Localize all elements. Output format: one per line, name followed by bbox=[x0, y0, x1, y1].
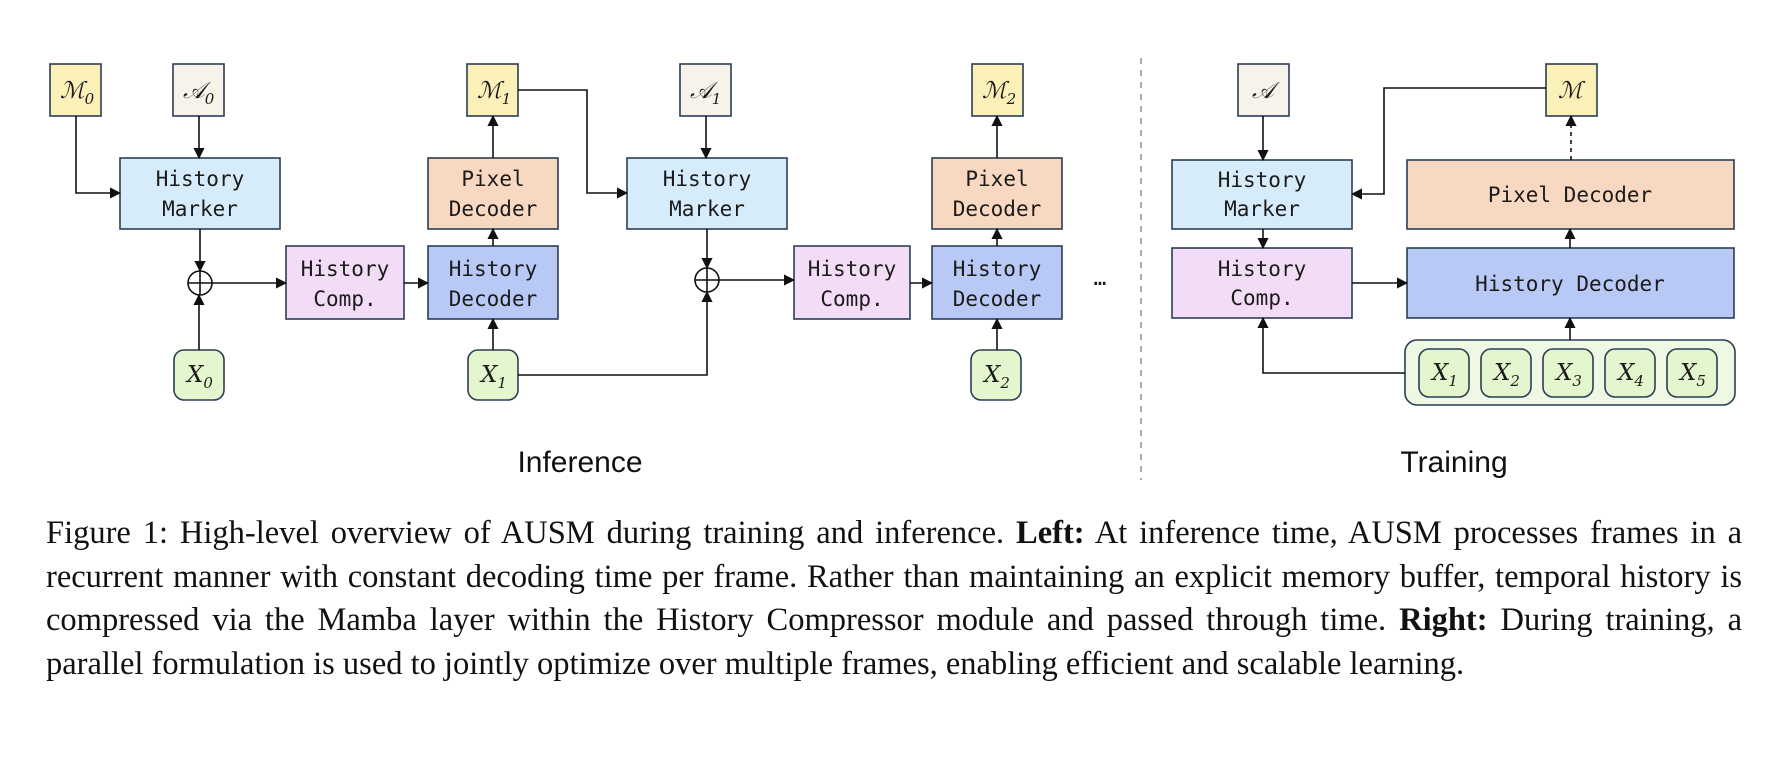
mask-input-m1: ℳ1 bbox=[466, 63, 519, 117]
frame-input-train-5: X5 bbox=[1666, 348, 1718, 398]
training-edges bbox=[1257, 87, 1577, 374]
frame-input-train-4: X4 bbox=[1604, 348, 1656, 398]
svg-text:X1: X1 bbox=[479, 362, 507, 392]
svg-text:X1: X1 bbox=[1430, 360, 1458, 390]
history-comp-block-1: History Comp. bbox=[793, 245, 911, 320]
svg-text:ℳ2: ℳ2 bbox=[982, 78, 1016, 108]
svg-text:Pixel: Pixel bbox=[461, 167, 524, 191]
svg-text:Marker: Marker bbox=[162, 197, 238, 221]
svg-text:Decoder: Decoder bbox=[449, 287, 538, 311]
pixel-decoder-block-train: Pixel Decoder bbox=[1406, 159, 1735, 230]
caption-left-label: Left: bbox=[1016, 515, 1085, 551]
svg-text:History: History bbox=[156, 167, 245, 191]
caption-right-text: During training, a parallel formulation … bbox=[46, 602, 1742, 682]
svg-text:Decoder: Decoder bbox=[953, 287, 1042, 311]
ellipsis: … bbox=[1094, 266, 1107, 290]
svg-text:Decoder: Decoder bbox=[953, 197, 1042, 221]
prompt-input-a1: 𝒜1 bbox=[679, 63, 732, 117]
history-marker-block-train: History Marker bbox=[1171, 159, 1353, 230]
frame-input-x0: X0 bbox=[173, 349, 225, 401]
svg-text:Pixel: Pixel bbox=[965, 167, 1028, 191]
history-marker-block-0: History Marker bbox=[119, 157, 281, 230]
history-decoder-block-1: History Decoder bbox=[931, 245, 1063, 320]
inference-edges bbox=[75, 89, 1003, 376]
frame-input-train-1: X1 bbox=[1418, 348, 1470, 398]
caption-label: Figure 1: High-level overview of AUSM du… bbox=[46, 515, 1005, 551]
prompt-input-a: 𝒜 bbox=[1237, 63, 1290, 117]
architecture-diagram: ℳ0 𝒜0 History Marker X0 History Comp. ℳ1… bbox=[49, 58, 1736, 480]
svg-text:History: History bbox=[1218, 257, 1307, 281]
svg-text:History: History bbox=[301, 257, 390, 281]
svg-text:X4: X4 bbox=[1616, 360, 1644, 390]
svg-text:X3: X3 bbox=[1554, 360, 1582, 390]
frame-input-train-3: X3 bbox=[1542, 348, 1594, 398]
mask-input-m: ℳ bbox=[1545, 63, 1598, 117]
pixel-decoder-block-0: Pixel Decoder bbox=[427, 157, 559, 230]
svg-text:𝒜0: 𝒜0 bbox=[183, 78, 215, 108]
inference-label: Inference bbox=[517, 446, 642, 479]
svg-text:X5: X5 bbox=[1678, 360, 1706, 390]
svg-text:History: History bbox=[1218, 168, 1307, 192]
figure-caption: Figure 1: High-level overview of AUSM du… bbox=[46, 512, 1742, 686]
svg-text:Comp.: Comp. bbox=[313, 287, 376, 311]
svg-text:History: History bbox=[953, 257, 1042, 281]
history-comp-block-train: History Comp. bbox=[1171, 247, 1353, 319]
svg-text:X0: X0 bbox=[185, 362, 213, 392]
history-decoder-block-0: History Decoder bbox=[427, 245, 559, 320]
sum-node-1 bbox=[694, 267, 720, 293]
svg-text:ℳ1: ℳ1 bbox=[477, 78, 511, 108]
history-decoder-block-train: History Decoder bbox=[1406, 247, 1735, 319]
svg-text:X2: X2 bbox=[1492, 360, 1520, 390]
svg-text:Marker: Marker bbox=[669, 197, 745, 221]
history-comp-block-0: History Comp. bbox=[285, 245, 405, 320]
svg-text:Comp.: Comp. bbox=[1230, 286, 1293, 310]
svg-text:History Decoder: History Decoder bbox=[1475, 272, 1665, 296]
frame-input-x1: X1 bbox=[467, 349, 519, 401]
mask-input-m2: ℳ2 bbox=[971, 63, 1024, 117]
frame-input-train-2: X2 bbox=[1480, 348, 1532, 398]
svg-text:Comp.: Comp. bbox=[820, 287, 883, 311]
caption-left-text: At inference time, AUSM processes frames… bbox=[46, 515, 1743, 638]
svg-text:History: History bbox=[663, 167, 752, 191]
svg-text:Decoder: Decoder bbox=[449, 197, 538, 221]
svg-text:Pixel Decoder: Pixel Decoder bbox=[1488, 183, 1652, 207]
svg-text:History: History bbox=[449, 257, 538, 281]
svg-text:ℳ0: ℳ0 bbox=[60, 78, 95, 108]
svg-text:Marker: Marker bbox=[1224, 197, 1300, 221]
frame-input-x2: X2 bbox=[970, 349, 1022, 401]
mask-input-m0: ℳ0 bbox=[49, 63, 102, 117]
training-label: Training bbox=[1400, 446, 1507, 479]
svg-text:X2: X2 bbox=[982, 362, 1010, 392]
prompt-input-a0: 𝒜0 bbox=[172, 63, 225, 117]
history-marker-block-1: History Marker bbox=[626, 157, 788, 230]
caption-right-label: Right: bbox=[1399, 602, 1488, 638]
svg-text:ℳ: ℳ bbox=[1558, 78, 1586, 104]
pixel-decoder-block-1: Pixel Decoder bbox=[931, 157, 1063, 230]
svg-text:History: History bbox=[808, 257, 897, 281]
sum-node-0 bbox=[187, 270, 213, 296]
